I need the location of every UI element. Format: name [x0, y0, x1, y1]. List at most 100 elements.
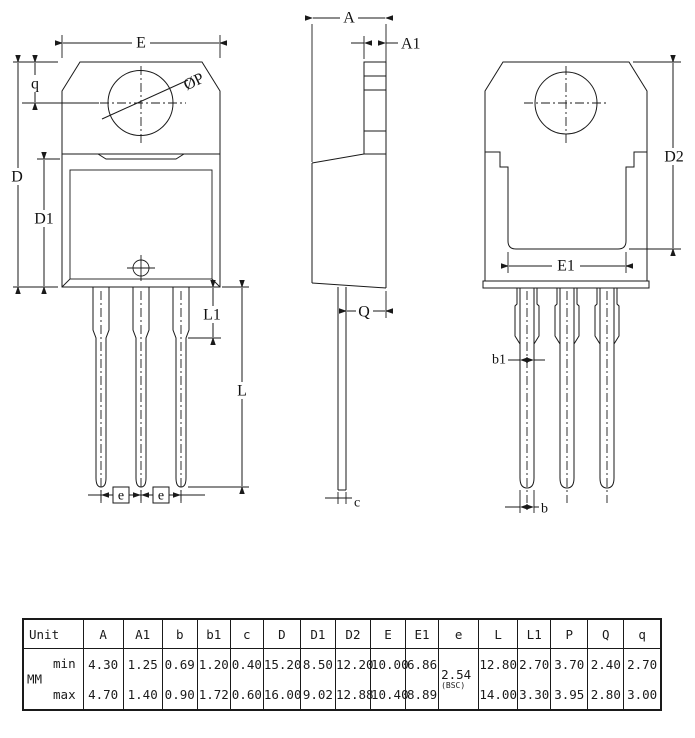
- cell-min-D: 15.20: [262, 648, 301, 679]
- col-header-E: E: [369, 619, 406, 649]
- e-label-box: [152, 486, 170, 504]
- cell-min-A: 4.30: [82, 648, 124, 679]
- dim-label-e: e: [118, 489, 124, 504]
- col-header-A: A: [82, 619, 124, 649]
- back-lead-2: [554, 288, 561, 345]
- cell-min-q: 2.70: [623, 648, 661, 679]
- table-max-row: 4.70 1.40 0.90 1.72 0.60 16.00 9.02 12.8…: [23, 679, 661, 710]
- back-lead-3: [594, 288, 601, 345]
- dim-label-b: b: [541, 502, 548, 517]
- col-header-A1: A1: [122, 619, 163, 649]
- hole-diameter-line: [101, 79, 189, 120]
- col-header-L1: L1: [517, 619, 551, 649]
- label-bg: [552, 258, 580, 274]
- dim-label-L: L: [237, 383, 247, 400]
- col-header-D2: D2: [334, 619, 371, 649]
- back-seating-band: [482, 280, 650, 289]
- dim-label-E1: E1: [557, 258, 575, 275]
- label-bg: [659, 148, 689, 165]
- front-body-outline: [61, 153, 221, 288]
- dim-label-q: q: [31, 76, 39, 93]
- col-header-b1: b1: [196, 619, 231, 649]
- label-bg: [234, 382, 251, 399]
- label-bg: [340, 10, 358, 26]
- dim-label-L1: L1: [203, 307, 221, 324]
- col-header-unit: Unit: [23, 619, 84, 649]
- label-bg: [31, 210, 58, 227]
- cell-min-E1: 6.86: [405, 648, 439, 679]
- cell-max-A: 4.70: [82, 679, 124, 710]
- label-bg: [356, 303, 373, 320]
- label-bg: [132, 35, 150, 51]
- col-header-P: P: [550, 619, 588, 649]
- col-header-Q: Q: [587, 619, 624, 649]
- cell-max-c: 0.60: [229, 679, 264, 710]
- front-view: E ØP q D D1 L1 L e e: [9, 35, 251, 504]
- cell-max-L1: 3.30: [517, 679, 551, 710]
- dim-label-c: c: [354, 496, 360, 511]
- e-value: 2.54: [441, 667, 472, 682]
- unit-cell: MM min max: [23, 649, 83, 711]
- dim-label-b1: b1: [492, 353, 506, 368]
- cell-max-A1: 1.40: [122, 679, 163, 710]
- max-row-label: max: [53, 687, 76, 702]
- cell-e-bsc: 2.54 (BSC): [438, 648, 479, 710]
- cell-max-q: 3.00: [623, 679, 661, 710]
- cell-min-P: 3.70: [550, 648, 588, 679]
- cell-max-b1: 1.72: [196, 679, 231, 710]
- dim-label-e2: e: [158, 489, 164, 504]
- dim-label-D1: D1: [34, 211, 54, 228]
- back-lead-1: [533, 288, 540, 345]
- back-lead-2: [573, 288, 580, 345]
- cell-max-E1: 8.89: [405, 679, 439, 710]
- table-min-row: MM min max 4.30 1.25 0.69 1.20 0.40 15.2…: [23, 648, 661, 710]
- back-lead-2: [559, 288, 575, 489]
- dim-label-D2: D2: [664, 149, 684, 166]
- back-lead-3: [613, 288, 620, 345]
- package-drawing: E ØP q D D1 L1 L e e: [9, 9, 689, 517]
- col-header-q: q: [623, 619, 661, 649]
- e-bsc-note: (BSC): [441, 681, 466, 690]
- side-view: A A1 Q c: [305, 10, 421, 511]
- label-bg: [198, 306, 228, 323]
- dimensions-table-wrap: Unit A A1 b b1 c D D1 D2 E E1 e L L1 P Q…: [22, 618, 662, 711]
- dim-label-P: ØP: [181, 70, 207, 94]
- dim-label-A: A: [343, 10, 355, 27]
- col-header-D: D: [262, 619, 301, 649]
- table-header-row: Unit A A1 b b1 c D D1 D2 E E1 e L L1 P Q…: [23, 619, 661, 649]
- cell-min-L: 12.80: [478, 648, 518, 679]
- dim-label-A1: A1: [401, 36, 421, 53]
- cell-min-Q: 2.40: [587, 648, 624, 679]
- cell-min-b1: 1.20: [196, 648, 231, 679]
- cell-max-D2: 12.88: [334, 679, 374, 710]
- dim-label-Q: Q: [358, 304, 370, 321]
- label-bg: [9, 168, 27, 185]
- bevel-corner: [61, 278, 71, 288]
- bevel-corner: [211, 278, 221, 288]
- min-row-label: min: [53, 656, 76, 671]
- back-cavity-profile: [485, 151, 647, 250]
- back-view: E1 D2 b1 b: [482, 55, 689, 517]
- cell-max-L: 14.00: [478, 679, 518, 710]
- col-header-c: c: [229, 619, 264, 649]
- cell-max-P: 3.95: [550, 679, 588, 710]
- cell-min-A1: 1.25: [122, 648, 163, 679]
- cell-max-D: 16.00: [262, 679, 301, 710]
- cell-min-b: 0.69: [161, 648, 198, 679]
- cell-min-L1: 2.70: [517, 648, 551, 679]
- col-header-b: b: [161, 619, 198, 649]
- back-lead-3: [599, 288, 615, 489]
- dim-label-E: E: [136, 35, 146, 52]
- cell-min-D2: 12.20: [334, 648, 374, 679]
- cell-max-D1: 9.02: [299, 679, 336, 710]
- cell-max-Q: 2.80: [587, 679, 624, 710]
- cell-min-E: 10.00: [369, 648, 409, 679]
- back-lead-1: [519, 288, 535, 489]
- tab-body-ledge: [62, 153, 220, 160]
- cell-min-c: 0.40: [229, 648, 264, 679]
- cell-min-D1: 8.50: [299, 648, 336, 679]
- dim-label-D: D: [11, 169, 23, 186]
- cell-max-E: 10.40: [369, 679, 409, 710]
- col-header-E1: E1: [405, 619, 439, 649]
